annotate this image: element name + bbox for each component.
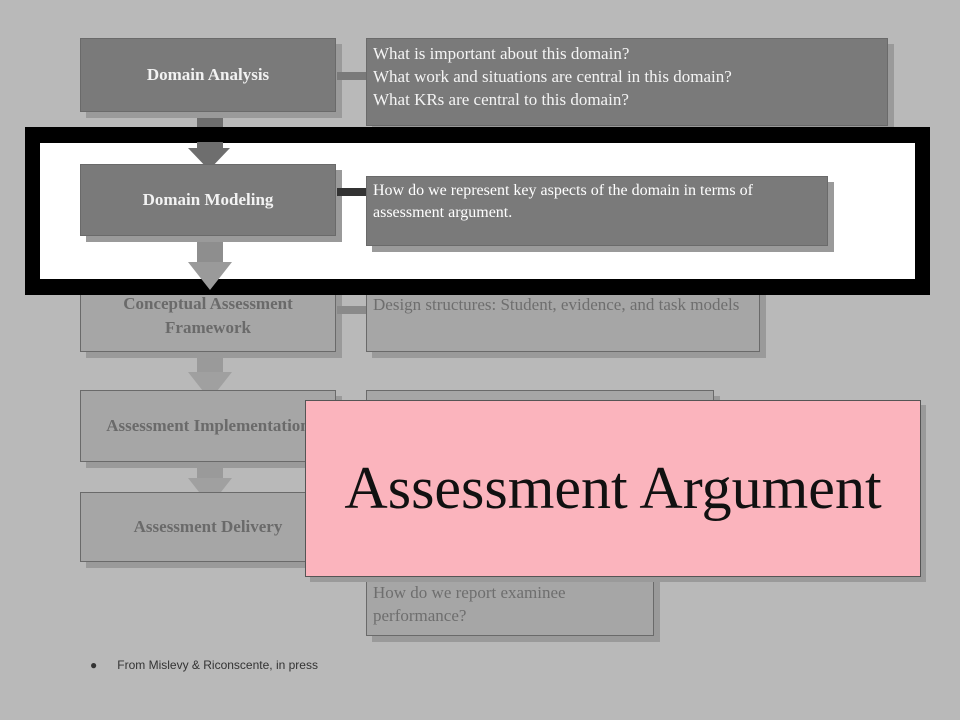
desc-line: What work and situations are central in … [373,67,732,86]
desc-domain-modeling: How do we represent key aspects of the d… [366,176,828,246]
layer-assessment-implementation: Assessment Implementation [80,390,336,462]
desc-line: How do we represent key aspects of the d… [373,182,753,221]
footnote: ● From Mislevy & Riconscente, in press [90,658,318,672]
arrow-shaft-1b [197,142,223,150]
arrow-shaft-4 [197,462,223,482]
callout-text: Assessment Argument [344,455,882,521]
footnote-bullet: ● [90,658,98,672]
connector-domain-analysis [337,72,367,80]
connector-domain-modeling [337,188,367,196]
desc-domain-analysis: What is important about this domain? Wha… [366,38,888,126]
connector-caf [337,306,367,314]
layer-domain-modeling: Domain Modeling [80,164,336,236]
layer-label: Assessment Delivery [133,517,283,536]
desc-line: How do we report examinee performance? [373,583,566,625]
layer-label: Domain Modeling [142,190,274,209]
arrow-shaft-2b [197,236,223,262]
desc-line: What KRs are central to this domain? [373,90,629,109]
layer-label: Assessment Implementation [106,416,310,435]
desc-line: What is important about this domain? [373,44,630,63]
layer-label: Conceptual Assessment Framework [123,294,293,337]
desc-line: Design structures: Student, evidence, an… [373,295,740,314]
assessment-argument-callout: Assessment Argument [305,400,921,577]
footnote-text: From Mislevy & Riconscente, in press [117,658,318,672]
layer-assessment-delivery: Assessment Delivery [80,492,336,562]
layer-domain-analysis: Domain Analysis [80,38,336,112]
arrow-head-2 [188,262,232,290]
layer-label: Domain Analysis [146,65,270,84]
